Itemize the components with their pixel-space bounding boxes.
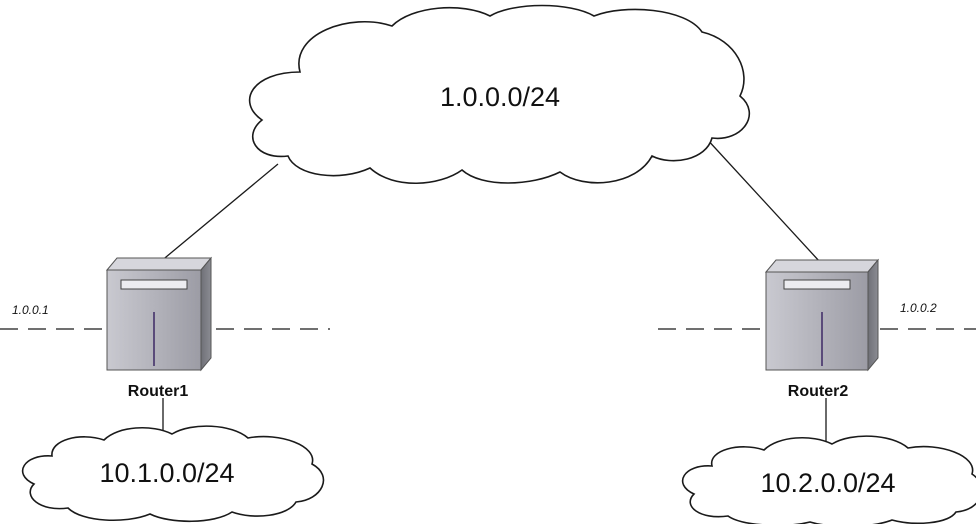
router2-icon bbox=[764, 258, 880, 372]
left-lan-network-label: 10.1.0.0/24 bbox=[99, 458, 234, 488]
link-router2-backbone bbox=[704, 136, 821, 263]
backbone-cloud: 1.0.0.0/24 bbox=[249, 4, 751, 184]
router1-ip: 1.0.0.1 bbox=[12, 303, 49, 317]
router1-name: Router1 bbox=[128, 383, 189, 400]
left-lan-cloud: 10.1.0.0/24 bbox=[21, 425, 325, 523]
router2-name: Router2 bbox=[788, 383, 849, 400]
right-lan-cloud: 10.2.0.0/24 bbox=[681, 435, 976, 524]
router1-icon bbox=[105, 256, 213, 372]
link-router1-backbone bbox=[159, 163, 279, 263]
right-lan-network-label: 10.2.0.0/24 bbox=[760, 468, 895, 498]
router2-ip: 1.0.0.2 bbox=[900, 301, 937, 315]
backbone-network-label: 1.0.0.0/24 bbox=[440, 82, 560, 112]
